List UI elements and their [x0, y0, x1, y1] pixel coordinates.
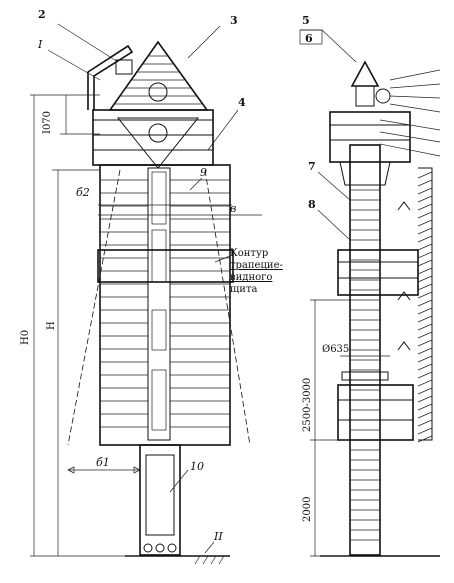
trapezoid-shield-outline [67, 169, 251, 446]
dim-span-label: 2500-3000 [302, 378, 313, 432]
shield-contour-note: Контур трапецие- видного щита [230, 248, 283, 295]
svg-text:видного: видного [230, 272, 272, 283]
front-view: 2 I 3 4 9 в б2 10 II б1 I070 H0 H Контур… [20, 8, 283, 565]
front-side-pipe [87, 44, 134, 110]
side-view: 5 6 7 8 Ø635 2500-3000 2000 [299, 14, 441, 557]
callout-5: 5 [302, 14, 310, 27]
callout-6: 6 [305, 32, 313, 45]
dim-H-label: H [46, 321, 57, 330]
svg-text:щита: щита [230, 284, 257, 295]
side-cap [350, 60, 380, 87]
callout-2: 2 [38, 8, 46, 21]
callout-9: 9 [200, 166, 207, 179]
svg-text:Контур: Контур [230, 248, 268, 259]
front-upper-wheel [148, 82, 168, 102]
side-shield [418, 167, 433, 441]
roof-slats [114, 55, 202, 105]
front-lower-wheel [148, 123, 168, 143]
shield-hatch [417, 171, 433, 443]
dim-I070-label: I070 [42, 111, 53, 134]
dim-diameter-label: Ø635 [322, 344, 349, 355]
callout-II: II [213, 530, 223, 543]
callout-4: 4 [238, 96, 246, 109]
side-rungs [350, 189, 380, 541]
callout-8: 8 [308, 198, 316, 211]
callout-10: 10 [190, 460, 204, 473]
side-lower-platform [337, 384, 414, 441]
front-roof [108, 40, 209, 111]
dim-base-label: 2000 [302, 497, 313, 522]
front-inner-funnel [116, 117, 200, 169]
side-flange [341, 371, 389, 381]
front-slats [100, 179, 230, 428]
front-tower-body [99, 164, 231, 446]
front-base-pedestal [139, 444, 181, 556]
front-mid-platform [97, 249, 234, 283]
callout-b1: б1 [96, 456, 110, 469]
callout-3: 3 [230, 14, 238, 27]
front-central-channel [147, 167, 171, 441]
callout-I: I [37, 38, 43, 51]
dim-H0-label: H0 [20, 330, 31, 345]
side-mid-platform [337, 249, 419, 296]
callout-b2: б2 [76, 186, 90, 199]
callout-v: в [230, 202, 236, 215]
side-upper-cabin [329, 111, 411, 163]
callout-7: 7 [308, 160, 316, 173]
svg-text:трапецие-: трапецие- [230, 260, 283, 271]
